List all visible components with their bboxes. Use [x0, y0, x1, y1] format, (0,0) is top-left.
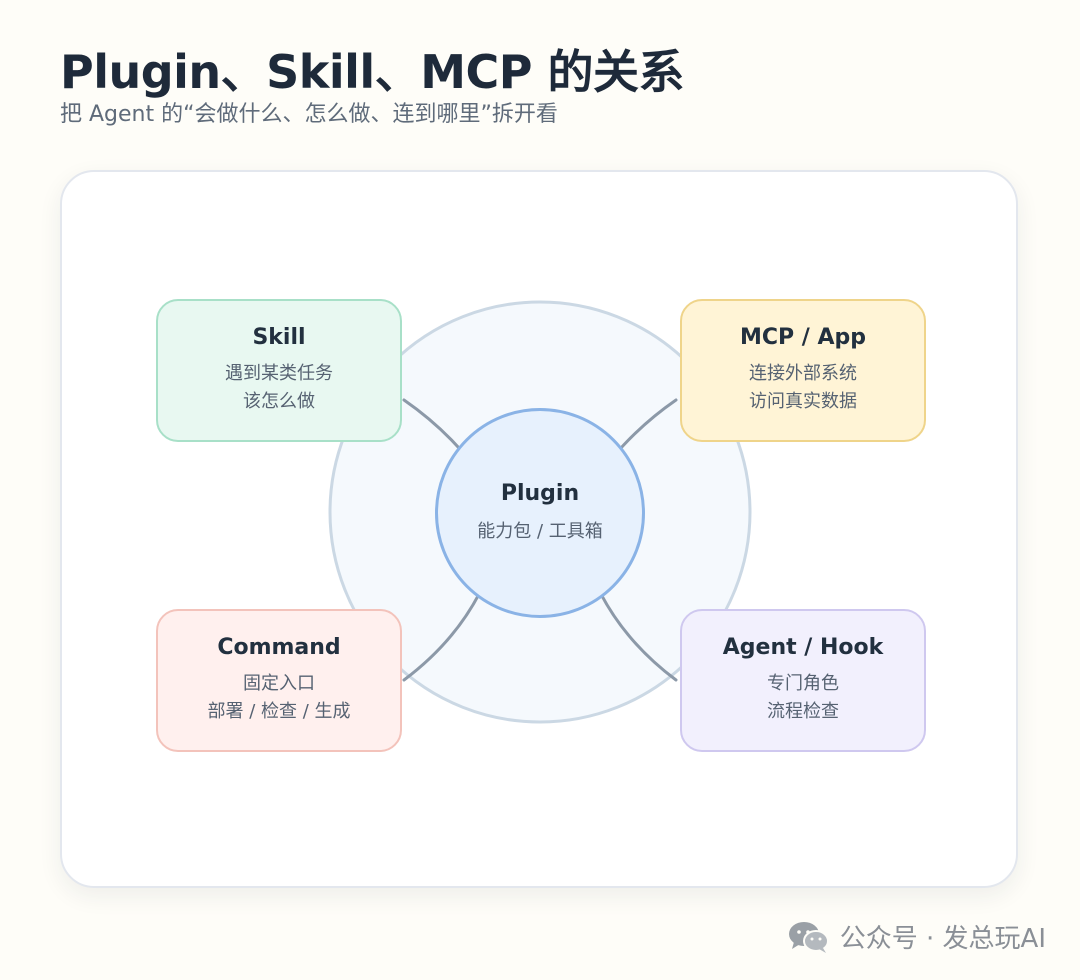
page-title: Plugin、Skill、MCP 的关系	[60, 45, 684, 99]
command-title: Command	[217, 635, 341, 660]
wechat-icon	[788, 921, 829, 953]
agent-hook-desc-line-1: 专门角色	[767, 673, 839, 694]
agent-hook-node: Agent / Hook 专门角色 流程检查	[680, 609, 926, 752]
agent-hook-title: Agent / Hook	[722, 635, 884, 660]
plugin-title: Plugin	[500, 480, 580, 506]
command-desc-line-1: 固定入口	[243, 673, 315, 694]
mcp-app-node: MCP / App 连接外部系统 访问真实数据	[680, 299, 926, 442]
skill-title: Skill	[252, 325, 306, 350]
skill-node: Skill 遇到某类任务 该怎么做	[156, 299, 402, 442]
watermark: 公众号 · 发总玩AI	[788, 918, 1046, 955]
page-subtitle: 把 Agent 的“会做什么、怎么做、连到哪里”拆开看	[60, 102, 558, 127]
mcp-app-desc-line-1: 连接外部系统	[749, 363, 857, 384]
plugin-center-node: Plugin 能力包 / 工具箱	[435, 408, 645, 618]
mcp-app-desc-line-2: 访问真实数据	[749, 391, 857, 412]
watermark-text: 公众号 · 发总玩AI	[839, 924, 1046, 954]
skill-desc-line-2: 该怎么做	[243, 391, 315, 412]
agent-hook-desc-line-2: 流程检查	[767, 701, 839, 722]
plugin-desc: 能力包 / 工具箱	[477, 520, 603, 542]
command-node: Command 固定入口 部署 / 检查 / 生成	[156, 609, 402, 752]
skill-desc-line-1: 遇到某类任务	[225, 363, 333, 384]
command-desc-line-2: 部署 / 检查 / 生成	[207, 701, 351, 722]
mcp-app-title: MCP / App	[739, 325, 867, 350]
